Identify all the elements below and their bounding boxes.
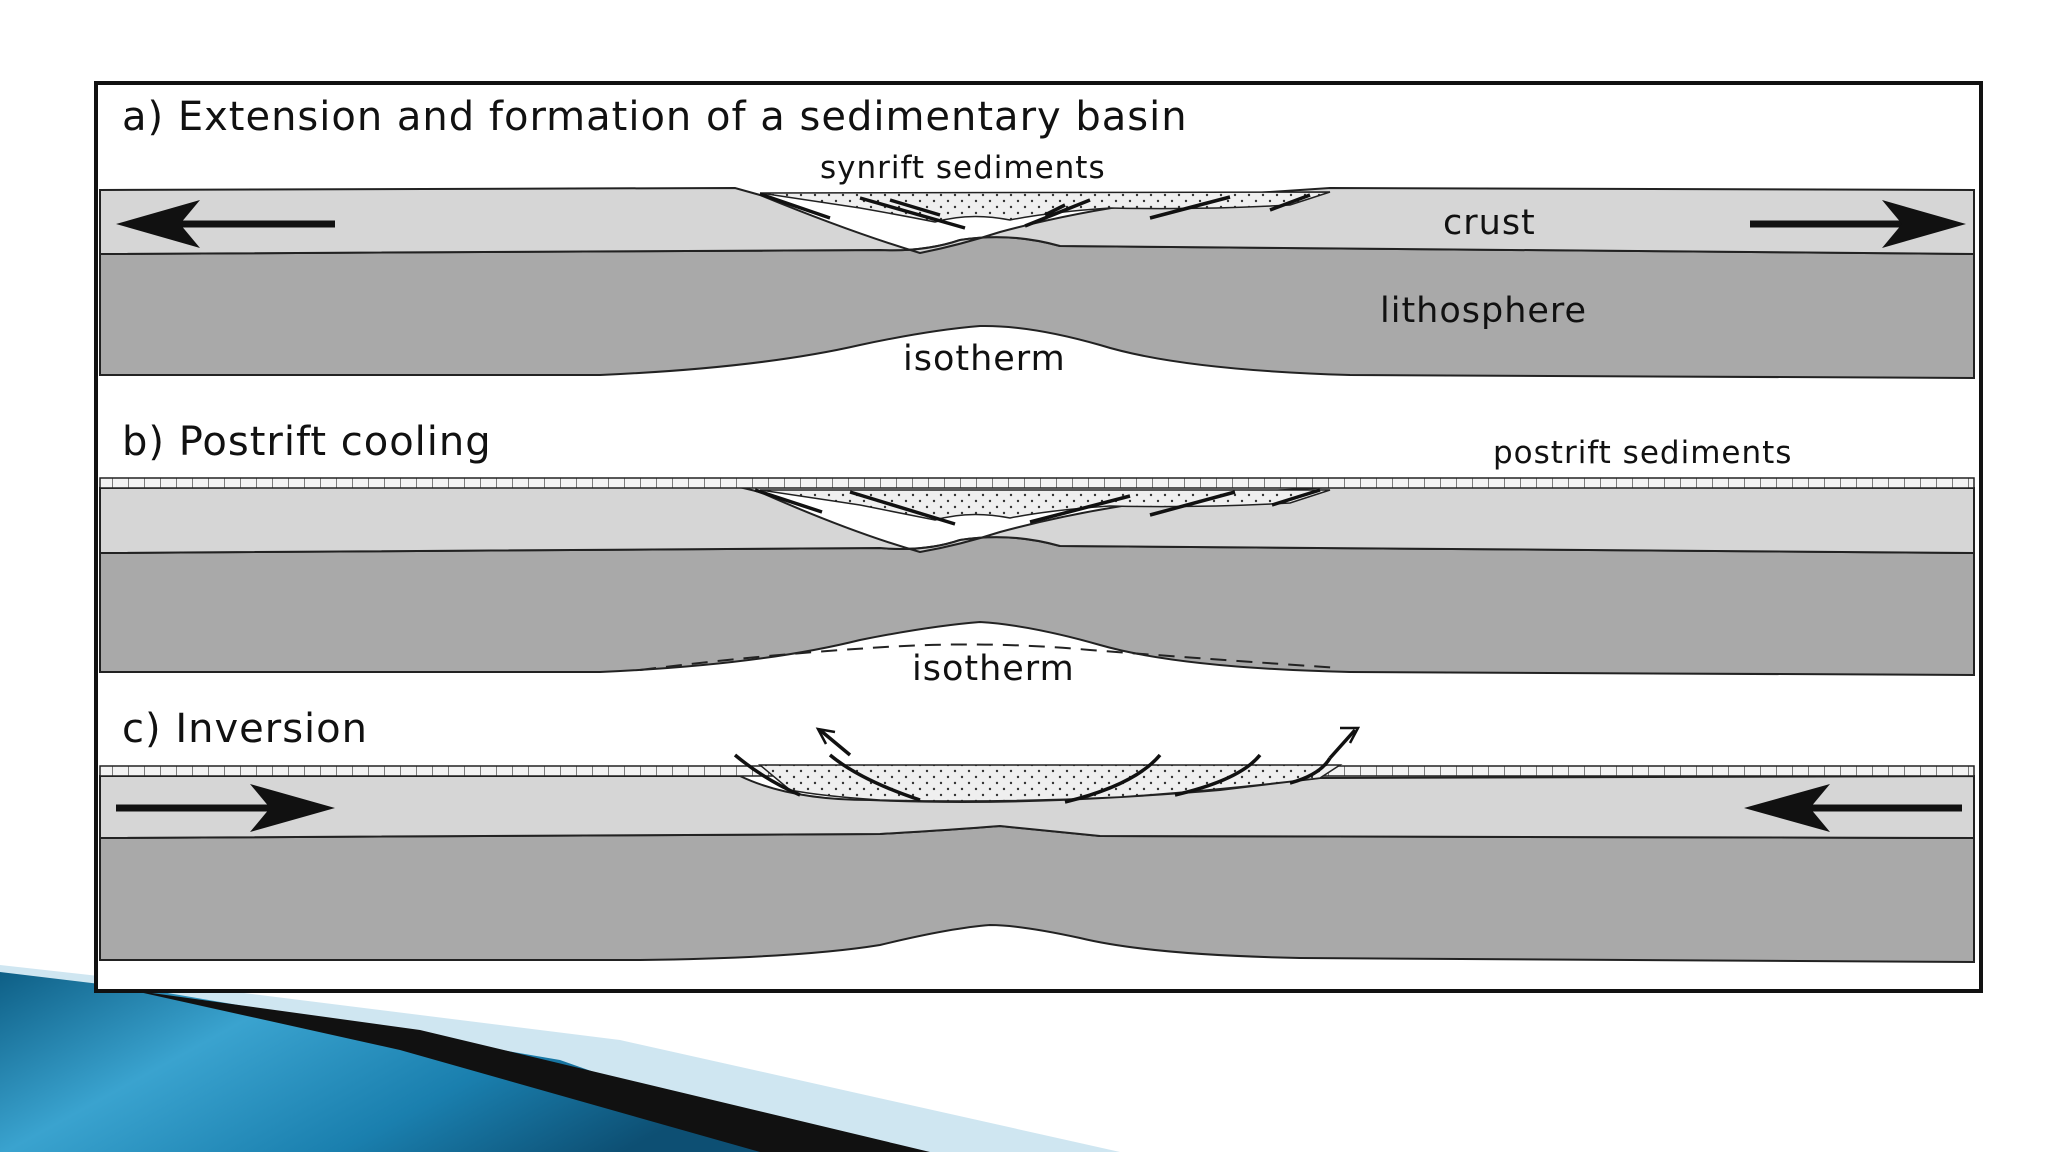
left-arrow-icon xyxy=(116,200,335,248)
synrift-sediments-label: synrift sediments xyxy=(820,150,1106,186)
panel-c-inverted-sediments xyxy=(757,764,1343,802)
panel-b-title: b) Postrift cooling xyxy=(122,419,492,465)
isotherm-label-b: isotherm xyxy=(912,649,1075,689)
panel-a-faults xyxy=(759,192,1311,230)
swoosh-dark xyxy=(130,990,930,1152)
panel-c-title: c) Inversion xyxy=(122,706,368,752)
panel-b-old-isotherm xyxy=(639,643,1341,671)
panel-b-synrift-sediments xyxy=(759,489,1331,521)
left-arrow-icon xyxy=(1744,784,1962,832)
panel-a: a) Extension and formation of a sediment… xyxy=(99,94,1975,380)
panel-c-fault-arrows xyxy=(815,726,1361,745)
right-arrow-icon xyxy=(1750,200,1966,248)
postrift-sediments-label: postrift sediments xyxy=(1493,435,1792,471)
panel-b-faults xyxy=(754,488,1321,526)
panel-a-synrift-sediments xyxy=(759,191,1331,223)
isotherm-label-a: isotherm xyxy=(903,339,1066,379)
panel-b-crust xyxy=(99,484,1975,555)
panel-b: b) Postrift cooling postrift sediments i… xyxy=(99,419,1975,689)
panel-c: c) Inversion xyxy=(99,706,1975,964)
panel-c-reverse-faults xyxy=(733,728,1357,804)
lithosphere-label: lithosphere xyxy=(1380,291,1587,331)
panel-b-postrift-layer xyxy=(99,477,1975,489)
panel-a-title: a) Extension and formation of a sediment… xyxy=(122,94,1188,140)
crust-label: crust xyxy=(1443,203,1536,243)
right-arrow-icon xyxy=(116,784,335,832)
